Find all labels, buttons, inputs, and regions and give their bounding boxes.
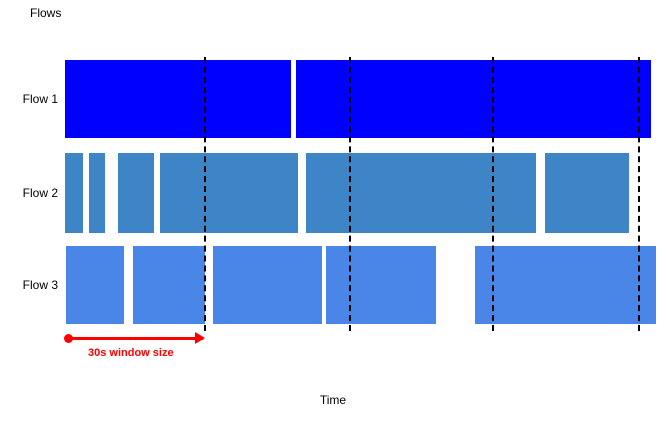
activity-segment bbox=[213, 246, 322, 324]
activity-segment bbox=[65, 60, 291, 138]
window-boundary-dashed-line bbox=[638, 57, 640, 331]
arrow-start-dot bbox=[64, 334, 73, 343]
row-label-2: Flow 2 bbox=[22, 186, 58, 200]
row-label-1: Flow 1 bbox=[22, 92, 58, 106]
activity-segment bbox=[306, 153, 536, 233]
activity-segment bbox=[65, 153, 83, 233]
window-size-arrow-line bbox=[68, 337, 203, 340]
activity-segment bbox=[133, 246, 205, 324]
activity-segment bbox=[296, 60, 651, 138]
x-axis-caption: Time bbox=[319, 393, 347, 407]
activity-segment bbox=[326, 246, 436, 324]
window-size-label: 30s window size bbox=[88, 347, 174, 359]
figure-title: Flows bbox=[30, 6, 62, 20]
activity-segment bbox=[118, 153, 154, 233]
window-boundary-dashed-line bbox=[204, 57, 206, 331]
activity-segment bbox=[545, 153, 629, 233]
activity-segment bbox=[475, 246, 656, 324]
window-boundary-dashed-line bbox=[349, 57, 351, 331]
window-boundary-dashed-line bbox=[492, 57, 494, 331]
activity-segment bbox=[66, 246, 124, 324]
row-label-3: Flow 3 bbox=[22, 278, 58, 292]
activity-segment bbox=[160, 153, 298, 233]
arrow-end-head bbox=[195, 332, 205, 344]
activity-segment bbox=[89, 153, 105, 233]
